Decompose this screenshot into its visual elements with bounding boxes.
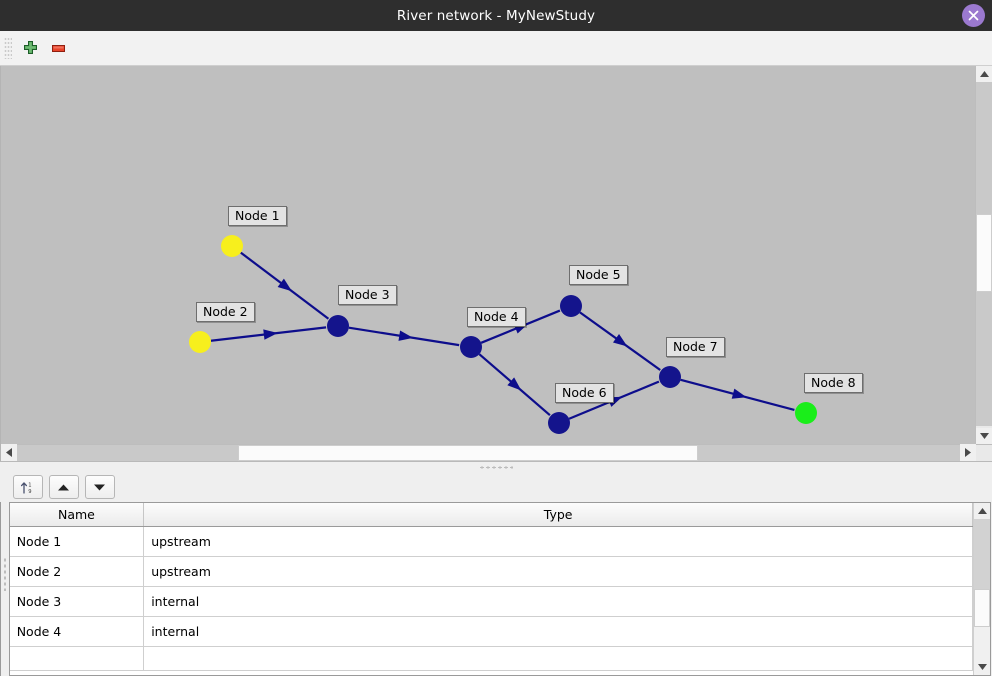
node-layer	[189, 235, 817, 434]
node-label-node-7[interactable]: Node 7	[666, 337, 725, 358]
node-label-node-1[interactable]: Node 1	[228, 206, 287, 227]
graph-node-node-5[interactable]	[560, 295, 582, 317]
edge-arrow-icon	[398, 330, 414, 341]
graph-node-node-2[interactable]	[189, 331, 211, 353]
splitter-grip	[3, 557, 7, 591]
column-header-name[interactable]: Name	[9, 503, 145, 527]
graph-node-node-4[interactable]	[460, 336, 482, 358]
cell-type[interactable]: upstream	[143, 556, 974, 587]
node-label-node-3[interactable]: Node 3	[338, 285, 397, 306]
node-label-node-4[interactable]: Node 4	[467, 307, 526, 328]
edge-arrow-icon	[612, 334, 628, 347]
cell-empty[interactable]	[9, 646, 145, 671]
graph-node-node-6[interactable]	[548, 412, 570, 434]
horizontal-splitter[interactable]	[0, 461, 992, 472]
cell-name[interactable]: Node 2	[9, 556, 145, 587]
river-network-canvas[interactable]: Node 1 Node 2 Node 3 Node 4 Node 5 Node 6 Node…	[0, 66, 992, 461]
edge-layer	[210, 251, 795, 420]
vertical-splitter[interactable]	[0, 472, 9, 676]
node-label-node-8[interactable]: Node 8	[804, 373, 863, 394]
chevron-left-icon	[6, 448, 12, 457]
nodes-table-scrollbar[interactable]	[973, 503, 991, 675]
cell-name[interactable]: Node 1	[9, 526, 145, 557]
cell-type[interactable]: internal	[143, 586, 974, 617]
graph-node-node-7[interactable]	[659, 366, 681, 388]
main-toolbar	[0, 31, 992, 66]
nodes-toolbar: 1 9	[8, 472, 992, 502]
node-label-node-5[interactable]: Node 5	[569, 265, 628, 286]
canvas-vertical-scrollbar[interactable]	[975, 66, 992, 461]
chevron-down-icon	[977, 664, 987, 670]
svg-text:9: 9	[28, 489, 31, 495]
sort-button[interactable]: 1 9	[12, 475, 43, 499]
scroll-down-button[interactable]	[974, 659, 991, 675]
network-graph	[189, 235, 817, 434]
vertical-scroll-thumb[interactable]	[976, 214, 992, 292]
chevron-right-icon	[965, 448, 971, 457]
svg-text:1: 1	[28, 482, 31, 488]
cell-name[interactable]: Node 4	[9, 616, 145, 647]
scroll-up-button[interactable]	[974, 503, 991, 519]
edge-arrow-icon	[731, 388, 747, 399]
window-titlebar: River network - MyNewStudy	[0, 0, 992, 31]
table-row-empty[interactable]	[9, 646, 974, 671]
cell-type[interactable]: internal	[143, 616, 974, 647]
edge-arrow-icon	[277, 278, 292, 292]
node-label-node-2[interactable]: Node 2	[196, 302, 255, 323]
plus-icon	[23, 40, 37, 54]
splitter-grip	[479, 466, 513, 469]
chevron-up-icon	[980, 71, 989, 77]
arrow-down-icon	[94, 484, 106, 490]
cell-name[interactable]: Node 3	[9, 586, 145, 617]
horizontal-scroll-thumb[interactable]	[238, 445, 698, 461]
close-icon	[968, 10, 979, 21]
node-label-node-6[interactable]: Node 6	[555, 383, 614, 404]
minus-icon	[51, 44, 65, 52]
sort-icon: 1 9	[21, 481, 32, 495]
scroll-down-button[interactable]	[976, 428, 992, 444]
move-up-button[interactable]	[48, 475, 79, 499]
scroll-thumb[interactable]	[974, 589, 991, 627]
scroll-up-button[interactable]	[976, 66, 992, 82]
edge-arrow-icon	[507, 377, 522, 391]
chevron-up-icon	[977, 508, 987, 514]
cell-type[interactable]: upstream	[143, 526, 974, 557]
window-title: River network - MyNewStudy	[396, 7, 596, 24]
chevron-down-icon	[980, 433, 989, 439]
canvas-horizontal-scrollbar[interactable]	[1, 444, 992, 461]
remove-node-button[interactable]	[44, 34, 72, 62]
graph-node-node-8[interactable]	[795, 402, 817, 424]
add-node-button[interactable]	[16, 34, 44, 62]
scroll-track[interactable]	[974, 519, 991, 589]
arrow-up-icon	[58, 484, 70, 490]
move-down-button[interactable]	[84, 475, 115, 499]
toolbar-drag-grip[interactable]	[4, 37, 12, 59]
scroll-right-button[interactable]	[960, 444, 976, 461]
column-header-type[interactable]: Type	[143, 503, 974, 527]
graph-node-node-3[interactable]	[327, 315, 349, 337]
close-window-button[interactable]	[962, 4, 985, 27]
scroll-left-button[interactable]	[1, 444, 17, 461]
graph-node-node-1[interactable]	[221, 235, 243, 257]
edge-arrow-icon	[263, 329, 278, 340]
cell-empty[interactable]	[143, 646, 974, 671]
tables-area: 1 9 NameNode1Node2 Node 1 -> Node 3Node …	[0, 472, 992, 676]
